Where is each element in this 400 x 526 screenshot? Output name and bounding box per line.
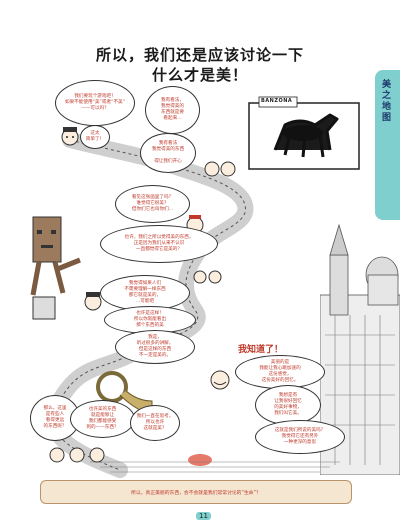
- kid-figure: [61, 127, 79, 146]
- kid-group: [49, 447, 105, 463]
- speech-bubble: 这太简单了！: [80, 125, 110, 149]
- exclamation-text: 我知道了！: [238, 345, 284, 355]
- kid-figure: [204, 161, 236, 177]
- statue-illustration: [30, 216, 81, 320]
- chapter-tab-label: 美之地图: [382, 80, 392, 123]
- kid-figure: [210, 370, 230, 390]
- speech-bubble: 也许是这样！所以你就能看出那个东西的美: [104, 306, 196, 334]
- page-title-line2: 什么才是美！: [151, 66, 248, 84]
- speech-bubble: 也许美的东西就是能够让我们都能感受到的——东西？: [70, 400, 135, 438]
- speech-bubble: 我想是有让我很好回忆的美好事物，我们叫它美。: [255, 385, 321, 425]
- speech-bubble: 也许，我们之所以觉得美的东西，正是因为我们从来不认识一直都觉得它是美的？: [100, 225, 218, 263]
- speech-bubble: 我们一直在思考，所以也许这就是美？: [130, 405, 180, 441]
- page-number: 11: [196, 512, 211, 520]
- speech-bubble: 看见这张画里了吗？谁觉得它很美？但你们它也叫你们...: [115, 185, 190, 223]
- speech-bubble: 我是，听过很多的讲解，但是这样的东西不一定是美的。: [115, 330, 195, 364]
- kid-figure: [193, 270, 222, 284]
- horse-painting-label: BANZONA: [261, 98, 293, 104]
- cathedral-illustration: [320, 223, 400, 475]
- horse-painting: [248, 96, 360, 170]
- chapter-tab: [375, 70, 400, 220]
- sunset-sea: [90, 454, 340, 473]
- speech-bubble: 美丽的是我能让我心跳加速的这份感觉，这份美好的回忆。: [235, 355, 325, 389]
- kid-figure: [84, 292, 102, 311]
- page-title-line1: 所以，我们还是应该讨论一下: [95, 46, 304, 64]
- conclusion-banner: 所以，真正美丽的东西，会不会就是我们常常讨论的“生命”？: [40, 480, 352, 504]
- speech-bubble: 我有看法，我觉得美的东西就是要看起来...: [145, 86, 200, 134]
- speech-bubble: 这就是我们所说的美吗？我觉得它还有另外一种更深的意思: [255, 420, 345, 454]
- speech-bubble: 我有看法我觉得美的东西得让我们开心: [140, 133, 196, 173]
- speech-bubble: 我们要玩个游戏吧！如果不能使用“美”或者“不美”——可以吗？: [55, 80, 135, 126]
